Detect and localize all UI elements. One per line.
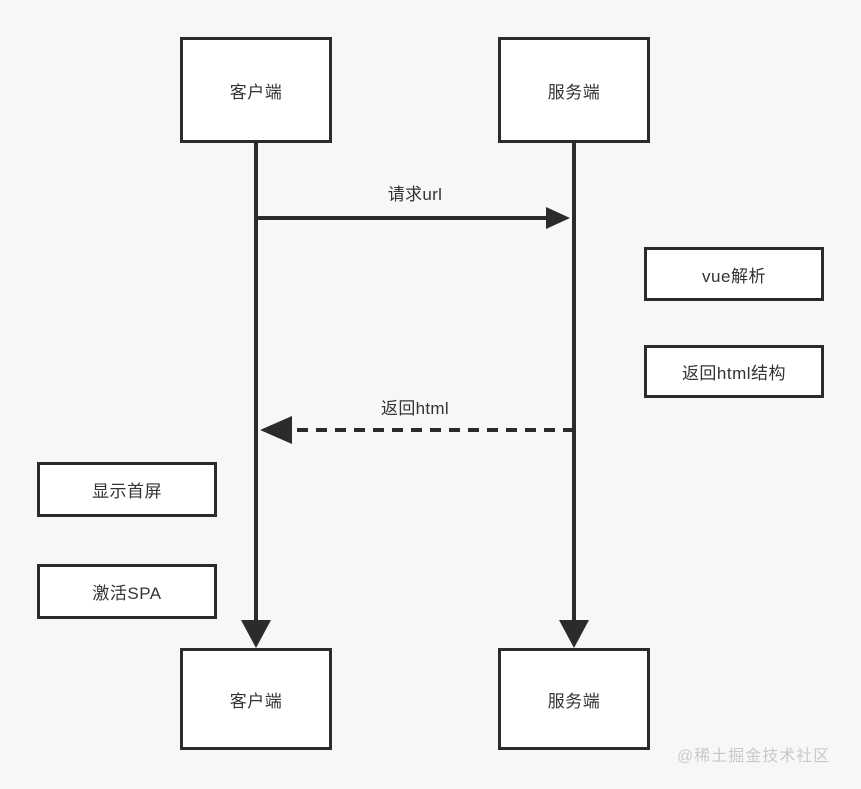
participant-box-client-top[interactable]: 客户端	[180, 37, 332, 143]
note-label-vue-parse: vue解析	[702, 266, 766, 286]
message-label-return-html: 返回html	[381, 399, 449, 418]
lifeline-server-end-arrowhead	[559, 620, 589, 648]
participant-box-server-top[interactable]: 服务端	[498, 37, 650, 143]
note-label-activate-spa: 激活SPA	[92, 584, 162, 603]
message-return-html-arrowhead	[260, 416, 292, 444]
note-label-return-html-structure: 返回html结构	[681, 364, 787, 383]
note-box-activate-spa[interactable]: 激活SPA	[37, 564, 217, 619]
participant-label-server-bottom: 服务端	[547, 691, 601, 711]
participant-box-client-bottom[interactable]: 客户端	[180, 648, 332, 750]
participant-label-client-top: 客户端	[229, 82, 283, 102]
participant-label-client-bottom: 客户端	[229, 691, 283, 711]
message-request-url-arrowhead	[546, 207, 570, 229]
note-box-vue-parse[interactable]: vue解析	[644, 247, 824, 301]
lifeline-client-end-arrowhead	[241, 620, 271, 648]
participant-label-server-top: 服务端	[547, 82, 601, 102]
note-label-show-first-screen: 显示首屏	[92, 482, 162, 501]
note-box-show-first-screen[interactable]: 显示首屏	[37, 462, 217, 517]
note-box-return-html-structure[interactable]: 返回html结构	[644, 345, 824, 398]
watermark-text: @稀土掘金技术社区	[677, 748, 831, 765]
message-label-request-url: 请求url	[387, 185, 443, 204]
participant-box-server-bottom[interactable]: 服务端	[498, 648, 650, 750]
